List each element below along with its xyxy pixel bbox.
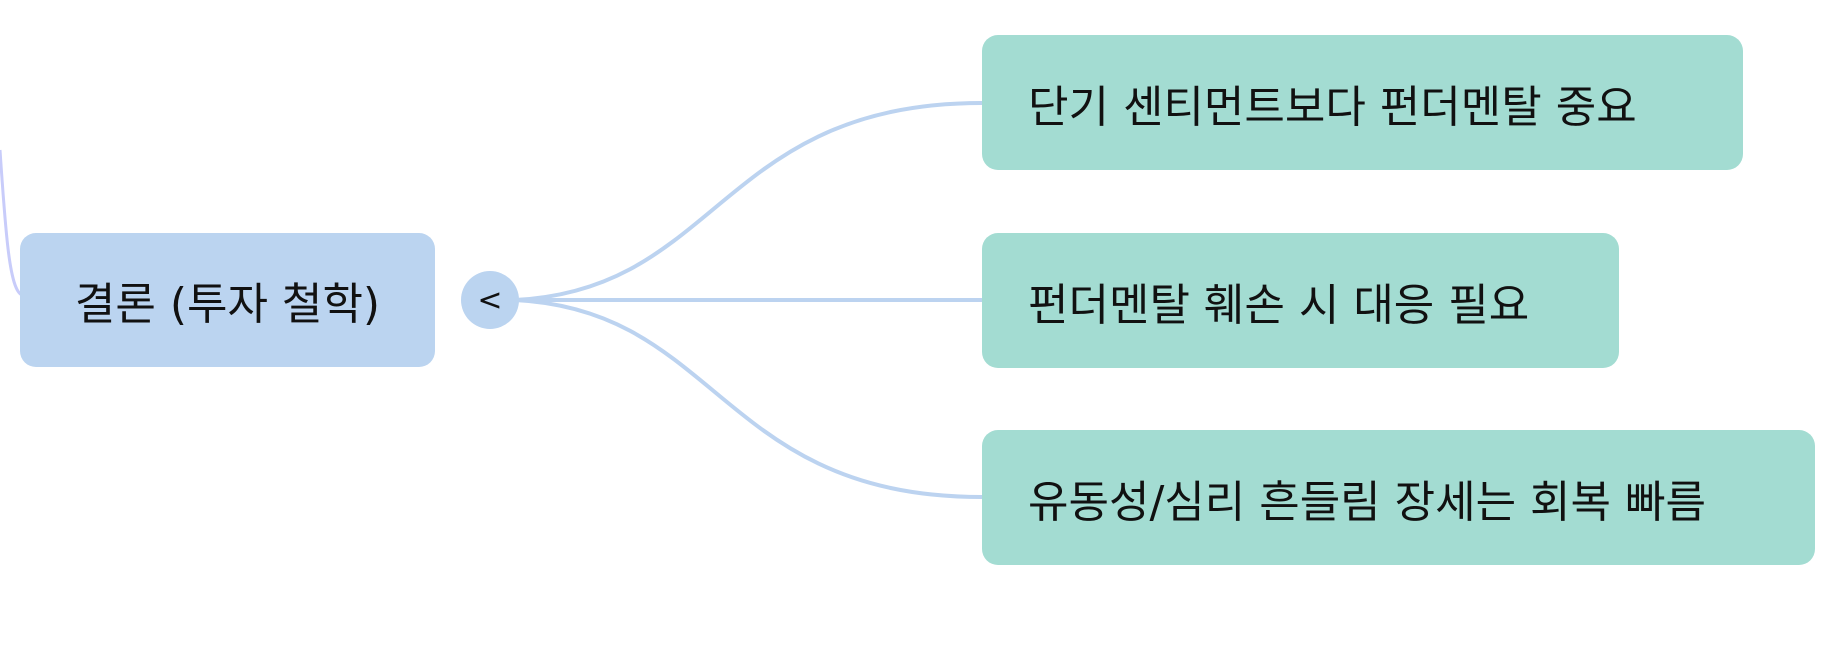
child-node[interactable]: 펀더멘탈 훼손 시 대응 필요: [982, 233, 1619, 368]
child-node[interactable]: 단기 센티먼트보다 펀더멘탈 중요: [982, 35, 1743, 170]
parent-connector: [0, 149, 23, 297]
collapse-toggle-button[interactable]: <: [461, 271, 519, 329]
root-node[interactable]: 결론 (투자 철학): [20, 233, 435, 367]
connector-child-2: [514, 298, 983, 499]
child-node-label: 단기 센티먼트보다 펀더멘탈 중요: [1028, 81, 1637, 133]
child-node-label: 펀더멘탈 훼손 시 대응 필요: [1028, 279, 1530, 331]
connector-child-0: [514, 101, 983, 302]
child-node-label: 유동성/심리 흔들림 장세는 회복 빠름: [1028, 476, 1706, 528]
collapse-icon: <: [477, 282, 503, 318]
child-node[interactable]: 유동성/심리 흔들림 장세는 회복 빠름: [982, 430, 1815, 565]
root-node-label: 결론 (투자 철학): [74, 279, 381, 330]
